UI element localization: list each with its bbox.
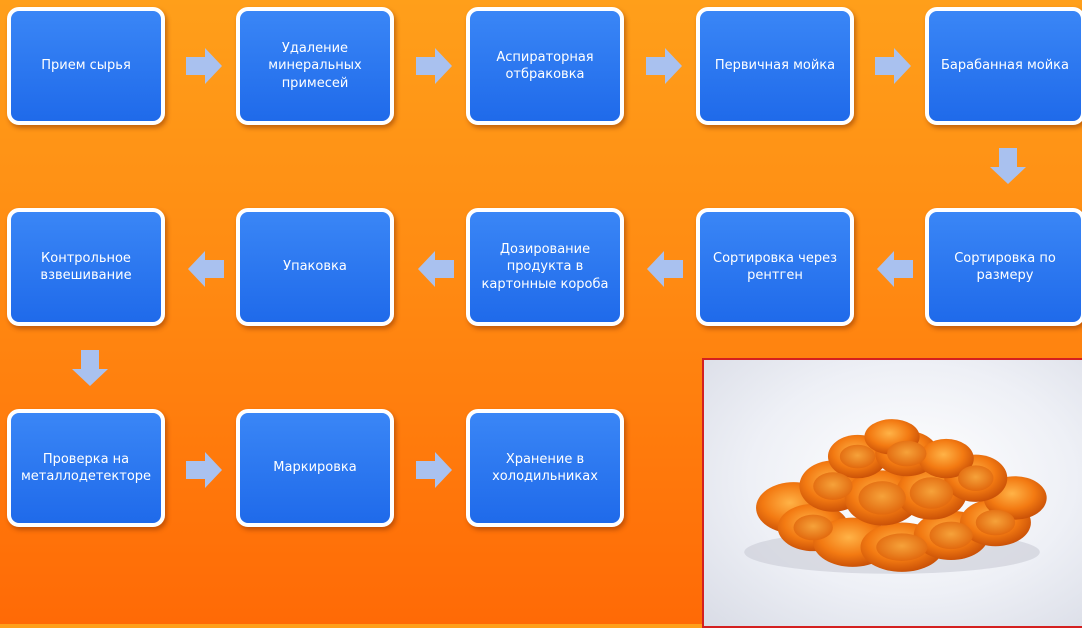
step-label: Маркировка [273, 460, 357, 476]
step-box: Первичная мойка [696, 7, 854, 125]
arrow-down-icon [990, 148, 1026, 184]
arrow-left-icon [418, 251, 454, 287]
dried-apricots-photo [702, 358, 1082, 628]
arrow-right-icon [875, 48, 911, 84]
arrow-left-icon [877, 251, 913, 287]
step-label: Барабанная мойка [940, 58, 1070, 74]
arrow-right-icon [416, 452, 452, 488]
arrow-left-icon [188, 251, 224, 287]
arrow-left-icon [647, 251, 683, 287]
step-box: Упаковка [236, 208, 394, 326]
step-box: Сортировка через рентген [696, 208, 854, 326]
step-label: Прием сырья [41, 58, 131, 74]
arrow-right-icon [416, 48, 452, 84]
step-label: Дозирование продукта в картонные короба [481, 242, 609, 292]
step-label: Удаление минеральных примесей [268, 41, 362, 91]
step-label: Упаковка [283, 259, 347, 275]
dried-apricots-image [744, 419, 1047, 574]
step-label: Аспираторная отбраковка [496, 49, 594, 82]
step-label: Хранение в холодильниках [492, 451, 598, 484]
step-box: Барабанная мойка [925, 7, 1082, 125]
step-box: Контрольное взвешивание [7, 208, 165, 326]
step-label: Проверка на металлодетекторе [20, 451, 152, 484]
step-box: Сортировка по размеру [925, 208, 1082, 326]
arrow-right-icon [646, 48, 682, 84]
step-box: Хранение в холодильниках [466, 409, 624, 527]
step-label: Сортировка по размеру [954, 250, 1056, 283]
step-label: Контрольное взвешивание [40, 250, 132, 283]
arrow-right-icon [186, 452, 222, 488]
step-box: Аспираторная отбраковка [466, 7, 624, 125]
step-box: Дозирование продукта в картонные короба [466, 208, 624, 326]
step-box: Проверка на металлодетекторе [7, 409, 165, 527]
step-box: Маркировка [236, 409, 394, 527]
arrow-down-icon [72, 350, 108, 386]
step-label: Первичная мойка [714, 58, 836, 74]
arrow-right-icon [186, 48, 222, 84]
step-label: Сортировка через рентген [713, 250, 837, 283]
step-box: Прием сырья [7, 7, 165, 125]
step-box: Удаление минеральных примесей [236, 7, 394, 125]
